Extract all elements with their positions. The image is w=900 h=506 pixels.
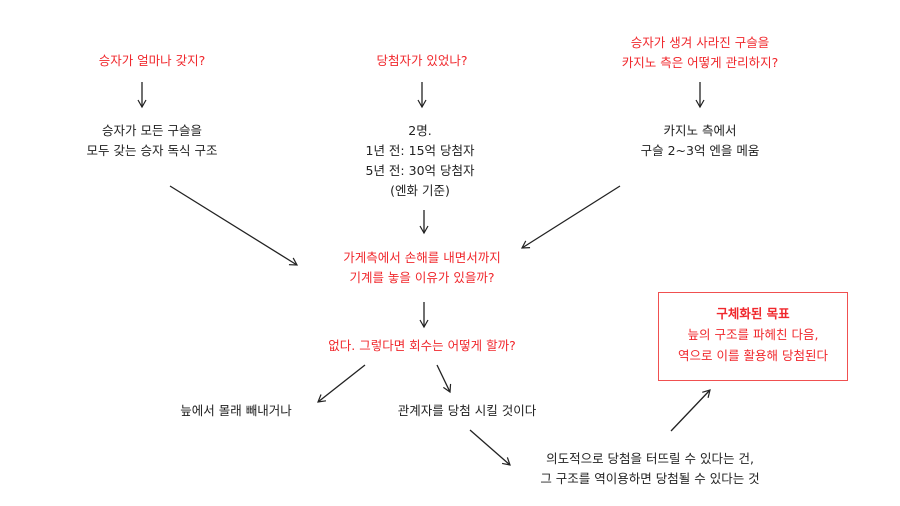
answer-2-line: 2명. bbox=[408, 123, 432, 138]
answer-3-line: 카지노 측에서 bbox=[663, 123, 737, 138]
answer-2-line: 5년 전: 30억 당첨자 bbox=[365, 163, 475, 178]
goal-line: 역으로 이를 활용해 당첨된다 bbox=[678, 348, 828, 363]
conclusion-line: 그 구조를 역이용하면 당첨될 수 있다는 것 bbox=[540, 471, 760, 486]
question-3-line: 카지노 측은 어떻게 관리하지? bbox=[621, 55, 779, 70]
arrow-q5-right bbox=[436, 364, 452, 394]
answer-2-line: (엔화 기준) bbox=[390, 183, 450, 198]
answer-3-line: 구슬 2~3억 엔을 메움 bbox=[640, 143, 760, 158]
answer-3: 카지노 측에서 구슬 2~3억 엔을 메움 bbox=[641, 121, 760, 161]
answer-1-line: 승자가 모든 구슬을 bbox=[102, 123, 202, 138]
goal-box: 구체화된 목표 늪의 구조를 파헤친 다음, 역으로 이를 활용해 당첨된다 bbox=[658, 292, 848, 381]
question-2: 당첨자가 있었나? bbox=[376, 53, 468, 68]
arrow-a3-to-q4 bbox=[520, 185, 621, 249]
answer-1: 승자가 모든 구슬을 모두 갖는 승자 독식 구조 bbox=[87, 121, 218, 161]
option-right: 관계자를 당첨 시킬 것이다 bbox=[397, 403, 537, 418]
question-1: 승자가 얼마나 갖지? bbox=[98, 53, 206, 68]
arrow-conclusion-to-goal bbox=[670, 389, 711, 432]
goal-line: 늪의 구조를 파헤친 다음, bbox=[687, 327, 819, 342]
question-4-line: 가게측에서 손해를 내면서까지 bbox=[343, 250, 501, 265]
answer-2-line: 1년 전: 15억 당첨자 bbox=[365, 143, 475, 158]
question-3: 승자가 생겨 사라진 구슬을 카지노 측은 어떻게 관리하지? bbox=[622, 33, 779, 73]
answer-2: 2명. 1년 전: 15억 당첨자 5년 전: 30억 당첨자 (엔화 기준) bbox=[366, 121, 475, 201]
answer-1-line: 모두 갖는 승자 독식 구조 bbox=[86, 143, 218, 158]
arrow-a1-to-q4 bbox=[169, 185, 299, 266]
question-4: 가게측에서 손해를 내면서까지 기계를 놓을 이유가 있을까? bbox=[343, 248, 500, 288]
conclusion-line: 의도적으로 당첨을 터뜨릴 수 있다는 건, bbox=[546, 451, 754, 466]
question-4-line: 기계를 놓을 이유가 있을까? bbox=[349, 270, 495, 285]
goal-title: 구체화된 목표 bbox=[716, 306, 790, 321]
arrow-q5-left bbox=[317, 364, 366, 403]
conclusion: 의도적으로 당첨을 터뜨릴 수 있다는 건, 그 구조를 역이용하면 당첨될 수… bbox=[540, 449, 759, 489]
question-5: 없다. 그렇다면 회수는 어떻게 할까? bbox=[328, 338, 516, 353]
option-left: 늪에서 몰래 빼내거나 bbox=[180, 403, 292, 418]
arrow-right-to-conclusion bbox=[469, 429, 511, 466]
question-3-line: 승자가 생겨 사라진 구슬을 bbox=[630, 35, 770, 50]
